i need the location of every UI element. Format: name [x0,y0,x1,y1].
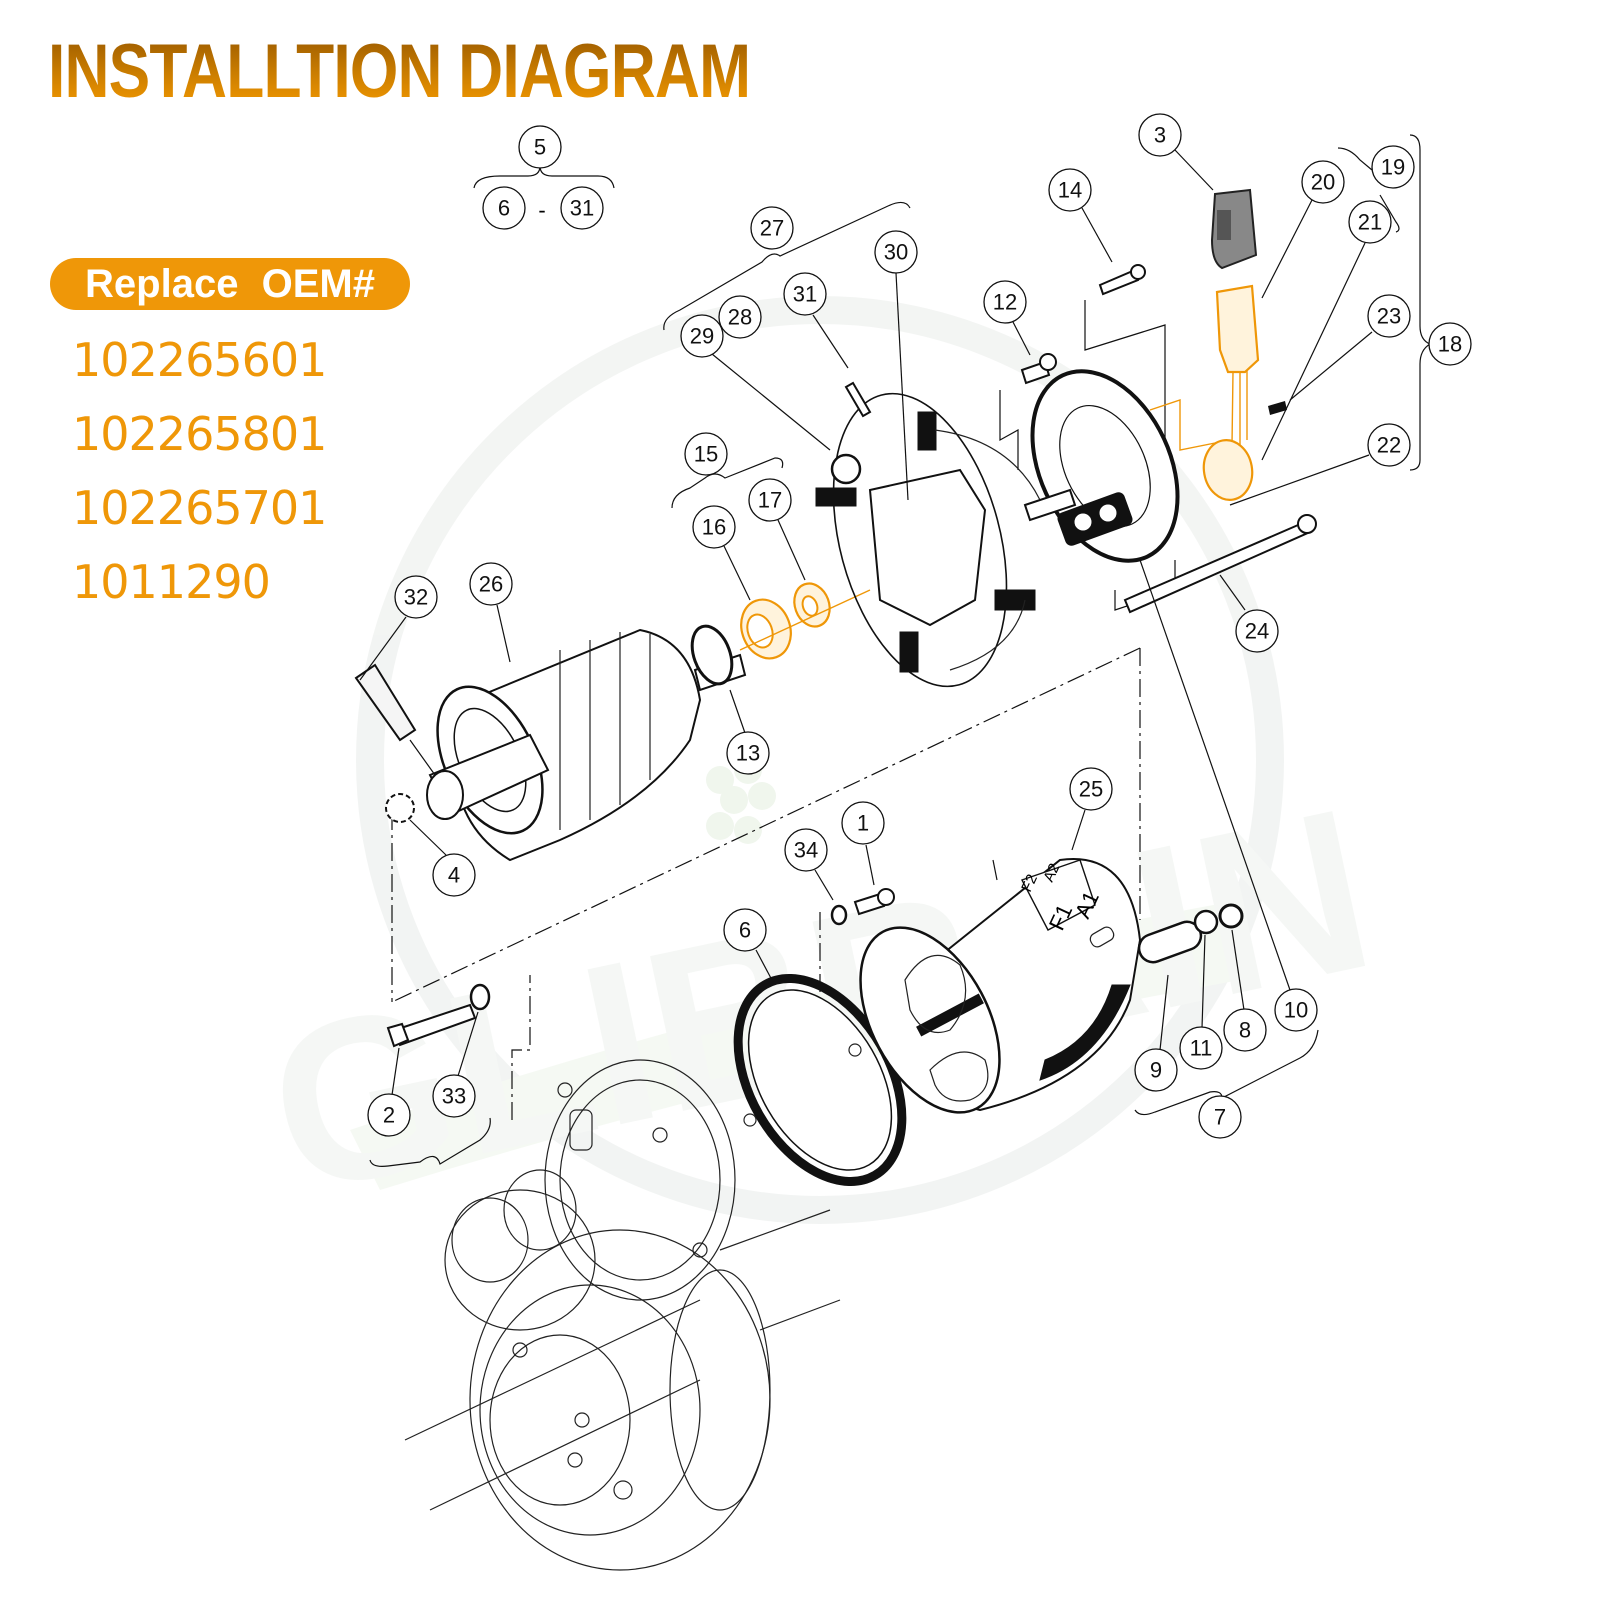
svg-text:9: 9 [1150,1058,1162,1083]
svg-text:21: 21 [1358,210,1382,235]
through-bolt-part [1123,514,1317,614]
callout-9[interactable]: 9 [1134,1048,1178,1092]
callout-27[interactable]: 27 [750,206,794,250]
svg-text:16: 16 [702,515,726,540]
terminal-hardware [1137,903,1244,964]
callout-18[interactable]: 18 [1428,322,1472,366]
callout-32[interactable]: 32 [394,575,438,619]
svg-text:2: 2 [383,1103,395,1128]
svg-text:31: 31 [570,196,594,221]
callout-22[interactable]: 22 [1367,423,1411,467]
sealant-tube-part [354,663,436,776]
mounting-bolts [386,888,895,1048]
callout-34[interactable]: 34 [784,828,828,872]
svg-text:24: 24 [1245,619,1269,644]
svg-text:15: 15 [694,442,718,467]
callout-28[interactable]: 28 [718,295,762,339]
oem-number: 102265701 [72,481,327,535]
svg-text:28: 28 [728,305,752,330]
armature-part [426,624,747,862]
callout-16[interactable]: 16 [692,505,736,549]
brush-holder-part [815,381,1041,688]
svg-text:20: 20 [1311,170,1335,195]
callout-17[interactable]: 17 [748,478,792,522]
svg-text:33: 33 [442,1084,466,1109]
callout-11[interactable]: 11 [1179,1026,1223,1070]
spline-coupler-part [385,793,415,823]
callout-3[interactable]: 3 [1138,113,1182,157]
terminal-label-f2: F2 [1018,872,1041,895]
svg-text:10: 10 [1284,998,1308,1023]
svg-text:5: 5 [534,135,546,160]
callout-20[interactable]: 20 [1301,160,1345,204]
svg-text:34: 34 [794,838,818,863]
oem-number: 102265601 [72,333,327,387]
callout-2[interactable]: 2 [367,1093,411,1137]
replace-oem-badge: Replace OEM# [50,258,410,310]
callout-14[interactable]: 14 [1048,168,1092,212]
bearing-highlighted [739,582,871,660]
svg-text:6: 6 [498,196,510,221]
callout-25[interactable]: 25 [1069,767,1113,811]
svg-text:7: 7 [1214,1105,1226,1130]
callout-15[interactable]: 15 [684,432,728,476]
svg-text:32: 32 [404,585,428,610]
svg-text:27: 27 [760,216,784,241]
callout-7[interactable]: 7 [1198,1095,1242,1139]
svg-text:1: 1 [857,811,869,836]
callout-23[interactable]: 23 [1367,294,1411,338]
svg-text:11: 11 [1190,1036,1213,1061]
callout-19[interactable]: 19 [1371,145,1415,189]
terminal-label-a2: A2 [1040,861,1063,885]
svg-text:4: 4 [448,863,460,888]
svg-text:30: 30 [884,240,908,265]
oem-number: 102265801 [72,407,327,461]
callout-5[interactable]: 5 [518,125,562,169]
svg-text:22: 22 [1377,433,1401,458]
end-head-part [1020,264,1180,563]
page-title: INSTALLTION DIAGRAM [48,29,751,114]
callout-12[interactable]: 12 [983,280,1027,324]
svg-text:19: 19 [1381,155,1405,180]
callout-33[interactable]: 33 [432,1074,476,1118]
speed-sensor-assembly [1202,188,1287,501]
callout-29[interactable]: 29 [680,314,724,358]
svg-text:29: 29 [690,324,714,349]
svg-text:12: 12 [993,290,1017,315]
leader-lines [359,149,1373,1096]
svg-text:14: 14 [1058,178,1082,203]
callout-4[interactable]: 4 [432,853,476,897]
legend-group-bracket: 5 6 - 31 [473,125,615,230]
field-housing-part: F2 A2 F1 A1 [859,858,1142,1114]
svg-text:3: 3 [1154,123,1166,148]
callout-13[interactable]: 13 [726,731,770,775]
svg-text:31: 31 [793,282,817,307]
gearbox-housing [404,1059,841,1571]
oem-number-list: 102265601 102265801 102265701 1011290 [72,332,327,628]
callout-6[interactable]: 6 [723,908,767,952]
svg-text:23: 23 [1377,304,1401,329]
range-separator: - [538,198,545,223]
group-brackets [369,134,1432,1167]
svg-text:8: 8 [1239,1018,1251,1043]
callout-6-range[interactable]: 6 [482,186,526,230]
oem-number: 1011290 [72,555,271,609]
svg-text:26: 26 [479,572,503,597]
svg-text:25: 25 [1079,777,1103,802]
svg-text:6: 6 [739,918,751,943]
callout-10[interactable]: 10 [1274,988,1318,1032]
callout-26[interactable]: 26 [469,562,513,606]
callout-1[interactable]: 1 [841,801,885,845]
callout-8[interactable]: 8 [1223,1008,1267,1052]
callout-24[interactable]: 24 [1235,609,1279,653]
callout-21[interactable]: 21 [1348,200,1392,244]
svg-text:17: 17 [758,488,782,513]
svg-text:13: 13 [736,741,760,766]
callout-31[interactable]: 31 [783,272,827,316]
svg-text:18: 18 [1438,332,1462,357]
callouts: 1 2 3 4 6 7 8 9 10 11 12 13 14 15 16 17 … [367,113,1472,1139]
callout-30[interactable]: 30 [874,230,918,274]
callout-31-range[interactable]: 31 [560,186,604,230]
